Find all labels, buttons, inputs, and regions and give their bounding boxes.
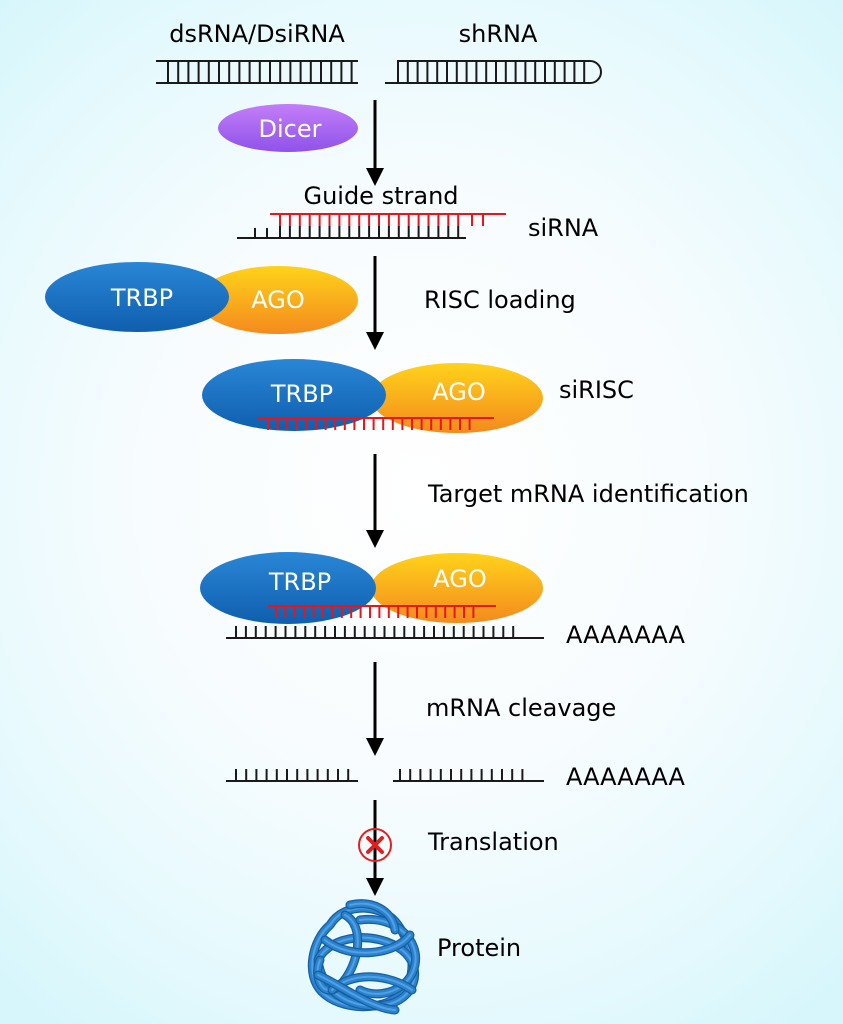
trbp-label: TRBP — [270, 380, 333, 408]
mrna-cleavage-label: mRNA cleavage — [426, 694, 616, 722]
shrna-label: shRNA — [459, 20, 538, 48]
poly-a-tail: AAAAAAA — [566, 763, 686, 791]
target-mrna — [226, 626, 544, 639]
sirna-label: siRNA — [528, 214, 599, 242]
trbp-label: TRBP — [110, 284, 173, 312]
trbp-protein — [202, 359, 386, 431]
cleaved-mrna-fragments — [226, 769, 544, 782]
ago-protein — [371, 363, 543, 433]
sirisc-label: siRISC — [559, 376, 634, 404]
risc-loading-label: RISC loading — [424, 286, 576, 314]
protein-chain-highlight — [349, 902, 396, 931]
hairpin-loop — [385, 60, 602, 84]
arrow-target-identification — [366, 454, 384, 548]
sirisc-mrna-complex: TRBP AGO — [200, 552, 544, 639]
translation-label: Translation — [427, 828, 559, 856]
guide-strand — [258, 417, 494, 430]
arrow-translation — [366, 800, 384, 896]
guide-strand-label: Guide strand — [303, 182, 458, 210]
trbp-label: TRBP — [268, 568, 331, 596]
sirna-duplex — [237, 213, 506, 239]
protein-chain-highlight — [324, 934, 411, 954]
sirisc-complex: TRBP AGO — [202, 359, 543, 433]
poly-a-tail: AAAAAAA — [566, 621, 686, 649]
arrow-dicing — [366, 100, 384, 186]
blocked-icon — [358, 828, 392, 862]
dicer-label: Dicer — [259, 115, 322, 143]
trbp-protein — [45, 262, 229, 332]
target-identification-label: Target mRNA identification — [427, 480, 749, 508]
dsrna-duplex — [156, 60, 358, 84]
ago-label: AGO — [251, 286, 304, 314]
dsrna-label: dsRNA/DsiRNA — [169, 20, 345, 48]
guide-strand — [268, 605, 496, 618]
dicer-enzyme: Dicer — [218, 104, 358, 152]
ago-label: AGO — [433, 565, 486, 593]
protein-icon — [307, 899, 421, 1015]
arrow-risc-loading — [366, 256, 384, 350]
ago-label: AGO — [432, 378, 485, 406]
ago-protein — [198, 266, 358, 334]
arrow-cleavage — [366, 662, 384, 756]
protein-chain-highlight — [317, 936, 416, 1007]
protein-chain-highlight — [317, 974, 396, 1011]
protein-label: Protein — [437, 934, 521, 962]
shrna-hairpin — [385, 60, 602, 84]
trbp-ago-complex: TRBP AGO — [45, 262, 358, 334]
protein-chain-highlight — [359, 918, 417, 995]
